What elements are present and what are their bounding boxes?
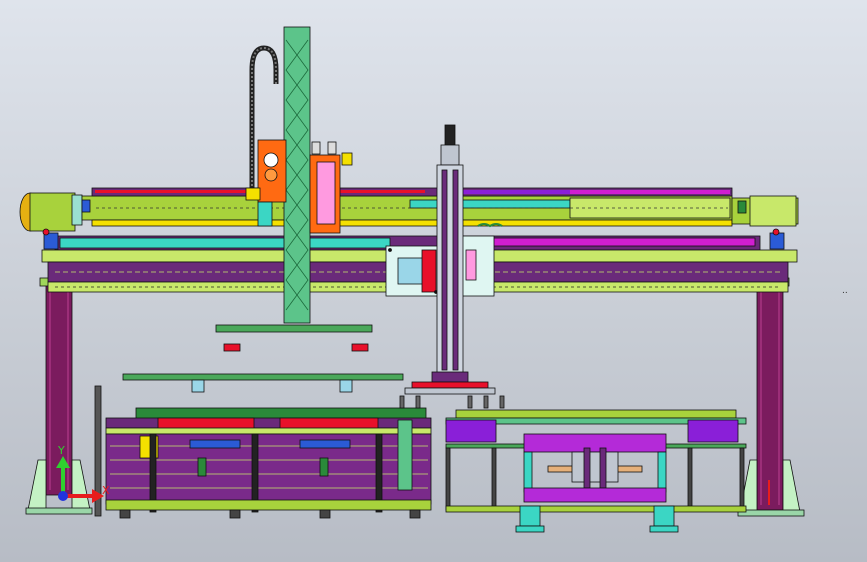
center-cross-slide [385,235,495,297]
triad-x-label: X [102,484,110,497]
triad-y-label: Y [57,444,65,457]
cable-drag-chain [249,45,279,190]
z-carriage-drive [245,139,353,234]
stray-mark: .. [842,286,848,296]
right-support-leg [737,277,805,517]
top-gantry-beam [19,187,799,232]
vertical-spindle [404,124,503,395]
left-support-leg [25,277,93,515]
vertical-z-column [215,26,373,352]
triad-origin [58,491,68,501]
triad-x-arrow [92,489,104,503]
left-fixture-table [94,373,432,519]
gripper-fingers [399,395,505,409]
coordinate-triad: Y X [56,444,110,503]
right-fixture-table [445,409,747,533]
triad-y-arrow [56,456,70,468]
